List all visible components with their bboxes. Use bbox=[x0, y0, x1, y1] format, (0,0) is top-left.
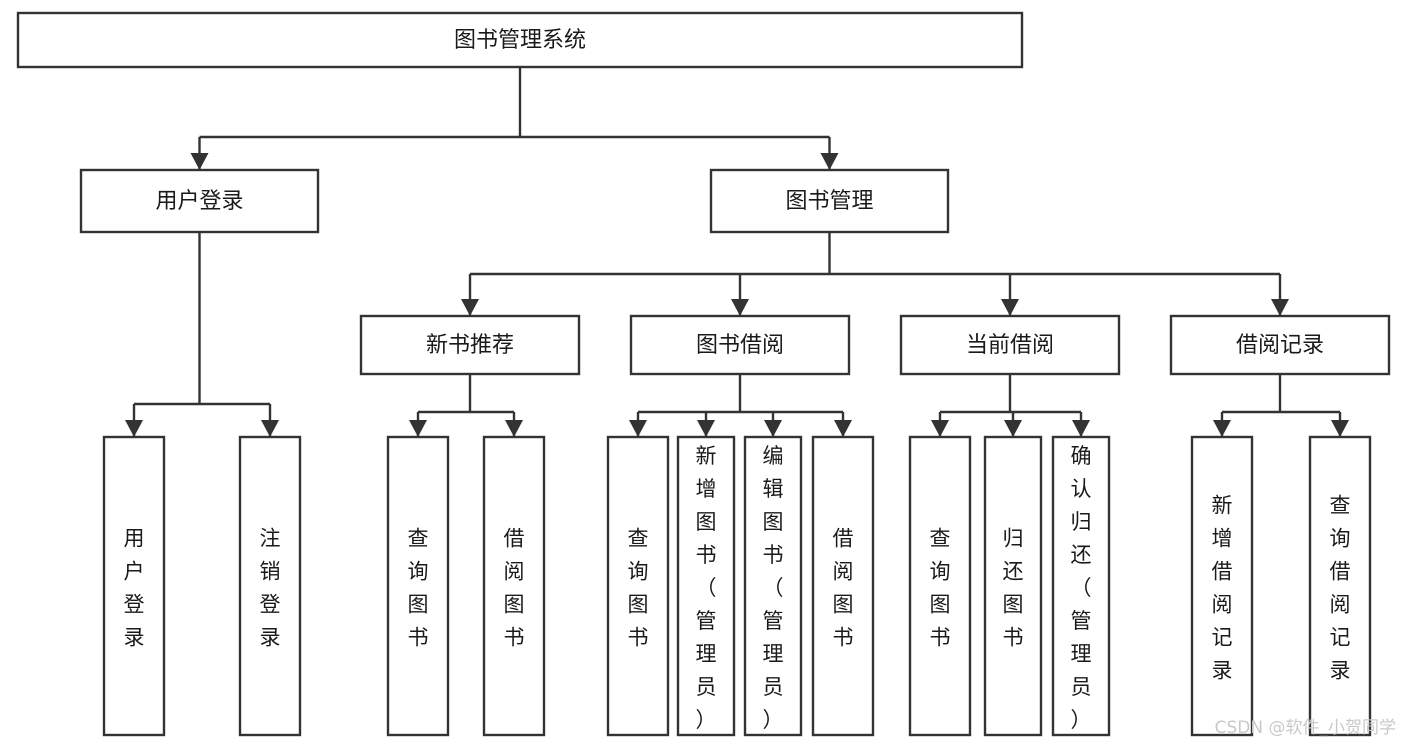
node-label-root: 图书管理系统 bbox=[454, 28, 586, 53]
arrow-head-leaf-edit-book bbox=[764, 420, 782, 437]
node-leaf-add-borrow-record[interactable]: 新增借阅记录 bbox=[1190, 435, 1254, 737]
node-box-leaf-query-book-recommend bbox=[386, 435, 450, 737]
arrow-head-leaf-add-book bbox=[697, 420, 715, 437]
node-label-book-borrow: 图书借阅 bbox=[696, 333, 784, 358]
node-box-book-manage bbox=[709, 168, 950, 234]
node-label-borrow-record: 借阅记录 bbox=[1236, 333, 1324, 358]
node-box-leaf-query-book-current bbox=[908, 435, 972, 737]
node-leaf-query-borrow-record[interactable]: 查询借阅记录 bbox=[1308, 435, 1372, 737]
node-box-current-borrow bbox=[899, 314, 1121, 376]
nodes-layer: 图书管理系统用户登录图书管理新书推荐图书借阅当前借阅借阅记录用户登录注销登录查询… bbox=[16, 11, 1391, 737]
arrow-head-book-borrow bbox=[731, 299, 749, 316]
node-leaf-user-logout[interactable]: 注销登录 bbox=[238, 435, 302, 737]
arrow-head-leaf-confirm-return bbox=[1072, 420, 1090, 437]
node-label-user-login: 用户登录 bbox=[155, 189, 243, 214]
arrow-head-leaf-query-book-recommend bbox=[409, 420, 427, 437]
node-label-leaf-add-book: 新增图书（管理员） bbox=[696, 444, 717, 732]
node-label-current-borrow: 当前借阅 bbox=[966, 333, 1054, 358]
node-new-book-recommend[interactable]: 新书推荐 bbox=[359, 314, 581, 376]
node-label-leaf-query-book-recommend: 查询图书 bbox=[408, 527, 429, 650]
node-box-leaf-user-logout bbox=[238, 435, 302, 737]
node-box-leaf-confirm-return bbox=[1051, 435, 1111, 737]
node-label-book-manage: 图书管理 bbox=[785, 189, 873, 214]
node-label-leaf-query-book-current: 查询图书 bbox=[930, 527, 951, 650]
node-leaf-query-book-borrow[interactable]: 查询图书 bbox=[606, 435, 670, 737]
node-book-manage[interactable]: 图书管理 bbox=[709, 168, 950, 234]
node-label-new-book-recommend: 新书推荐 bbox=[426, 333, 514, 358]
arrow-head-leaf-user-login bbox=[125, 420, 143, 437]
node-box-leaf-borrow-book-recommend bbox=[482, 435, 546, 737]
node-label-leaf-confirm-return: 确认归还（管理员） bbox=[1071, 444, 1092, 732]
node-box-new-book-recommend bbox=[359, 314, 581, 376]
arrow-head-user-login bbox=[190, 153, 209, 170]
node-box-leaf-borrow-book bbox=[811, 435, 875, 737]
node-leaf-query-book-recommend[interactable]: 查询图书 bbox=[386, 435, 450, 737]
node-root[interactable]: 图书管理系统 bbox=[16, 11, 1024, 69]
node-box-leaf-add-borrow-record bbox=[1190, 435, 1254, 737]
node-leaf-borrow-book-recommend[interactable]: 借阅图书 bbox=[482, 435, 546, 737]
node-label-leaf-query-book-borrow: 查询图书 bbox=[628, 527, 649, 650]
node-box-book-borrow bbox=[629, 314, 851, 376]
node-label-leaf-query-borrow-record: 查询借阅记录 bbox=[1330, 494, 1351, 683]
node-label-leaf-return-book: 归还图书 bbox=[1003, 527, 1024, 650]
node-box-user-login bbox=[79, 168, 320, 234]
arrow-head-leaf-user-logout bbox=[261, 420, 279, 437]
node-leaf-borrow-book[interactable]: 借阅图书 bbox=[811, 435, 875, 737]
node-box-leaf-edit-book bbox=[743, 435, 803, 737]
arrow-head-borrow-record bbox=[1271, 299, 1289, 316]
node-box-leaf-user-login bbox=[102, 435, 166, 737]
node-label-leaf-borrow-book-recommend: 借阅图书 bbox=[504, 527, 525, 650]
node-leaf-confirm-return[interactable]: 确认归还（管理员） bbox=[1051, 435, 1111, 737]
arrow-head-leaf-return-book bbox=[1004, 420, 1022, 437]
arrow-head-current-borrow bbox=[1001, 299, 1019, 316]
node-book-borrow[interactable]: 图书借阅 bbox=[629, 314, 851, 376]
node-label-leaf-add-borrow-record: 新增借阅记录 bbox=[1212, 494, 1233, 683]
node-leaf-add-book[interactable]: 新增图书（管理员） bbox=[676, 435, 736, 737]
arrow-head-leaf-add-borrow-record bbox=[1213, 420, 1231, 437]
node-box-leaf-add-book bbox=[676, 435, 736, 737]
node-box-leaf-query-borrow-record bbox=[1308, 435, 1372, 737]
node-leaf-user-login[interactable]: 用户登录 bbox=[102, 435, 166, 737]
node-leaf-query-book-current[interactable]: 查询图书 bbox=[908, 435, 972, 737]
node-borrow-record[interactable]: 借阅记录 bbox=[1169, 314, 1391, 376]
node-box-leaf-query-book-borrow bbox=[606, 435, 670, 737]
node-label-leaf-user-login: 用户登录 bbox=[124, 527, 145, 650]
node-box-borrow-record bbox=[1169, 314, 1391, 376]
node-leaf-edit-book[interactable]: 编辑图书（管理员） bbox=[743, 435, 803, 737]
csdn-watermark: CSDN @软件_小贺同学 bbox=[1215, 718, 1396, 738]
arrow-head-leaf-query-book-borrow bbox=[629, 420, 647, 437]
node-current-borrow[interactable]: 当前借阅 bbox=[899, 314, 1121, 376]
node-leaf-return-book[interactable]: 归还图书 bbox=[983, 435, 1043, 737]
arrow-head-leaf-borrow-book-recommend bbox=[505, 420, 523, 437]
node-label-leaf-borrow-book: 借阅图书 bbox=[833, 527, 854, 650]
node-box-root bbox=[16, 11, 1024, 69]
arrow-head-new-book-recommend bbox=[461, 299, 479, 316]
arrow-head-leaf-query-borrow-record bbox=[1331, 420, 1349, 437]
node-user-login[interactable]: 用户登录 bbox=[79, 168, 320, 234]
arrow-head-book-manage bbox=[820, 153, 839, 170]
node-label-leaf-user-logout: 注销登录 bbox=[260, 527, 281, 650]
connectors-layer bbox=[125, 67, 1349, 437]
node-box-leaf-return-book bbox=[983, 435, 1043, 737]
arrow-head-leaf-borrow-book bbox=[834, 420, 852, 437]
arrow-head-leaf-query-book-current bbox=[931, 420, 949, 437]
node-label-leaf-edit-book: 编辑图书（管理员） bbox=[763, 444, 784, 732]
